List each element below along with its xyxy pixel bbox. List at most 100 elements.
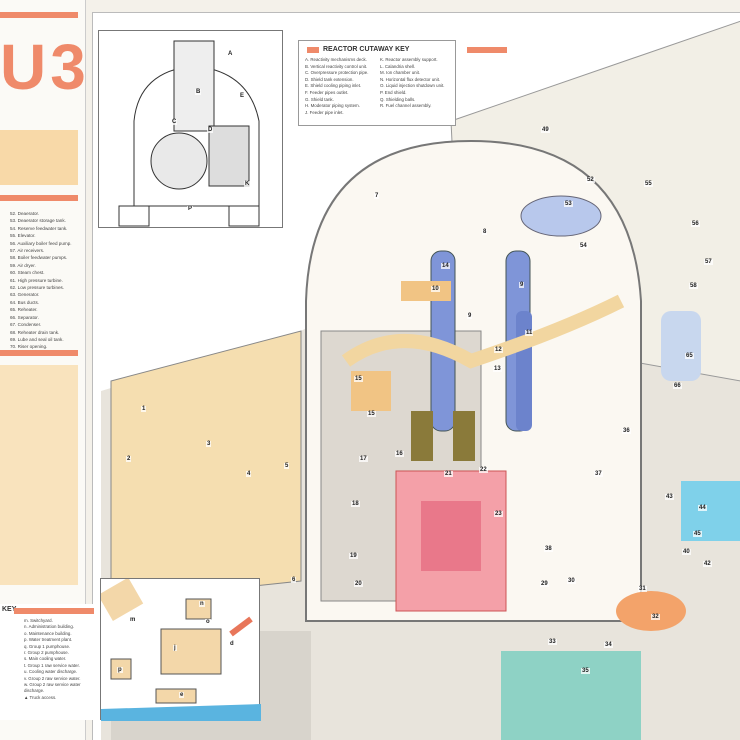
- callout-label: 34: [604, 642, 613, 648]
- callout-label: 22: [479, 467, 488, 473]
- callout-label: 23: [494, 511, 503, 517]
- callout-label: 20: [354, 581, 363, 587]
- callout-label: 5: [284, 463, 290, 469]
- list-item: 59. Air dryer.: [10, 262, 36, 268]
- key-item: E. Shield cooling piping inlet.: [305, 83, 362, 89]
- site-letter: j: [173, 645, 177, 651]
- title-bar: [0, 12, 78, 18]
- key-item: M. Ion chamber unit.: [380, 70, 421, 76]
- callout-label: 43: [665, 494, 674, 500]
- list-item: 55. Elevator.: [10, 233, 36, 239]
- key-item: N. Horizontal flux detector unit.: [380, 76, 441, 82]
- inset-letter: K: [244, 181, 251, 187]
- callout-label: 15: [367, 411, 376, 417]
- callout-label: 14: [441, 263, 450, 269]
- key-item: P. End shield.: [380, 89, 407, 95]
- callout-label: 38: [544, 546, 553, 552]
- callout-label: 58: [689, 283, 698, 289]
- callout-label: 2: [126, 456, 132, 462]
- site-letter: m: [129, 617, 137, 623]
- list-item: 67. Condenser.: [10, 322, 42, 328]
- callout-label: 13: [493, 366, 502, 372]
- key-item: H. Moderator piping system.: [305, 103, 360, 109]
- callout-label: 11: [525, 330, 534, 336]
- callout-label: 1: [141, 406, 147, 412]
- callout-label: 40: [682, 549, 691, 555]
- callout-label: 19: [349, 553, 358, 559]
- site-key-item: s. Main cooling water.: [24, 656, 67, 662]
- list-item: 66. Separator.: [10, 314, 39, 320]
- list-item: 57. Air receivers.: [10, 248, 45, 254]
- inset-letter: P: [187, 206, 194, 212]
- callout-label: 49: [541, 127, 550, 133]
- site-key-item: ▲ Truck access.: [24, 694, 57, 700]
- key-item: K. Reactor assembly support.: [380, 57, 438, 62]
- callout-label: 45: [693, 531, 702, 537]
- callout-label: 16: [395, 451, 404, 457]
- divider: [0, 350, 78, 356]
- callout-label: 6: [291, 577, 297, 583]
- list-item: 56. Auxiliary boiler feed pump.: [10, 240, 72, 246]
- callout-label: 54: [579, 243, 588, 249]
- callout-label: 66: [673, 383, 682, 389]
- callout-label: 21: [444, 471, 453, 477]
- callout-label: 7: [374, 193, 380, 199]
- list-item: 70. Riser opening.: [10, 344, 48, 350]
- list-item: 53. Deaerator storage tank.: [10, 218, 66, 224]
- callout-label: 18: [351, 501, 360, 507]
- inset-letter: B: [195, 89, 202, 95]
- callout-label: 37: [594, 471, 603, 477]
- callout-label: 57: [704, 259, 713, 265]
- inset-letter: C: [171, 119, 178, 125]
- inset-letter: E: [239, 93, 246, 99]
- callout-label: 56: [691, 221, 700, 227]
- callout-label: 33: [548, 639, 557, 645]
- callout-label: 31: [638, 586, 647, 592]
- reactor-cutaway-key: REACTOR CUTAWAY KEY A. Reactivity mechan…: [298, 40, 507, 126]
- key-item: G. Shield tank.: [305, 96, 334, 102]
- site-key-title: KEY: [2, 606, 17, 613]
- site-letter: n: [199, 601, 205, 607]
- callout-label: 65: [685, 353, 694, 359]
- site-letter: e: [179, 692, 185, 698]
- callout-label: 36: [622, 428, 631, 434]
- callout-label: 15: [354, 376, 363, 382]
- site-key-item: o. Maintenance building.: [24, 630, 72, 636]
- site-key-item: q. Group 1 pumphouse.: [24, 643, 71, 649]
- callout-label: 10: [431, 286, 440, 292]
- key-item: A. Reactivity mechanisms deck.: [305, 57, 367, 62]
- peach-block: [0, 130, 78, 185]
- site-key: KEY m. Switchyard.n. Administration buil…: [0, 604, 100, 720]
- list-item: 64. Bus ducts.: [10, 299, 40, 305]
- key-item: J. Feeder pipe inlet.: [305, 109, 344, 115]
- list-item: 63. Generator.: [10, 292, 40, 298]
- site-key-item: m. Switchyard.: [24, 618, 53, 623]
- callout-label: 30: [567, 578, 576, 584]
- site-key-item: u. Cooling water discharge.: [24, 669, 78, 675]
- poster-title: U3: [0, 31, 90, 103]
- site-letter: p: [117, 667, 123, 673]
- key-item: B. Vertical reactivity control unit.: [305, 63, 368, 69]
- callout-label: 9: [467, 313, 473, 319]
- list-item: 68. Reheater drain tank.: [10, 329, 60, 335]
- site-key-item: w. Group 2 raw service water discharge.: [24, 682, 81, 694]
- list-item: 52. Deaerator.: [10, 211, 40, 216]
- peach-block: [0, 365, 78, 585]
- list-item: 61. High pressure turbine.: [10, 277, 63, 283]
- callout-label: 8: [482, 229, 488, 235]
- inset-letter: D: [207, 127, 214, 133]
- callout-label: 17: [359, 456, 368, 462]
- divider: [0, 195, 78, 201]
- callout-label: 35: [581, 668, 590, 674]
- key-item: D. Shield tank extension.: [305, 76, 354, 82]
- callout-label: 44: [698, 505, 707, 511]
- key-item: R. Fuel channel assembly.: [380, 103, 432, 109]
- site-letter: d: [229, 641, 235, 647]
- key-item: Q. Shielding balls.: [380, 96, 416, 102]
- key-item: L. Calandria shell.: [380, 63, 416, 69]
- key-item: O. Liquid injection shutdown unit.: [380, 83, 445, 89]
- site-key-item: v. Group 2 raw service water.: [24, 675, 81, 681]
- callout-label: 9: [519, 282, 525, 288]
- callout-label: 32: [651, 614, 660, 620]
